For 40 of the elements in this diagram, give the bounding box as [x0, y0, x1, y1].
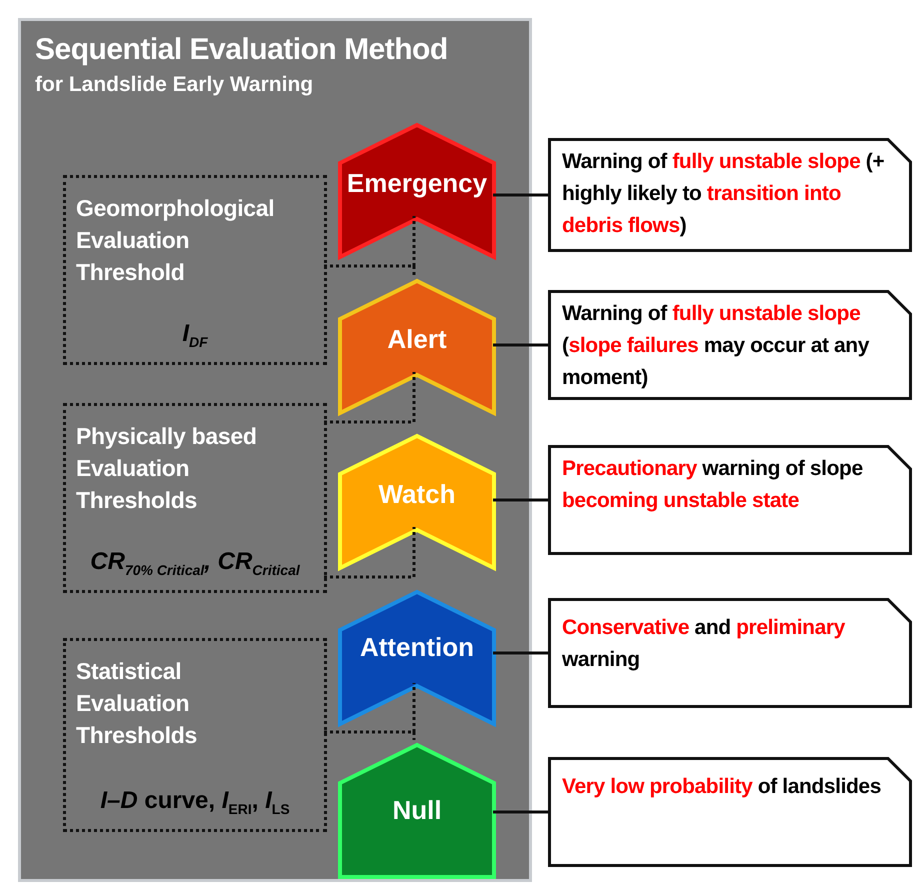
description-box — [548, 290, 912, 400]
warning-level-shape — [338, 279, 496, 415]
warning-level-shape — [338, 434, 496, 570]
connector-line — [493, 810, 548, 814]
connector-line — [493, 652, 548, 654]
formula-label: I–D curve, I$_{ERI}$, I$_{LS}$ — [99, 787, 291, 817]
description-text: Very low probability of landslides — [562, 774, 882, 800]
panel-background — [18, 18, 532, 882]
connector-line — [493, 498, 548, 502]
dotted-connector — [324, 527, 416, 578]
warning-level-shape — [338, 123, 496, 259]
level-label: Null — [391, 795, 443, 826]
description-box — [548, 757, 912, 867]
panel-subtitle: for Landslide Early Warning — [35, 73, 314, 97]
dotted-connector — [324, 372, 416, 424]
connector-line — [493, 344, 548, 346]
formula-label: CR$_{70% Critical}$, CR$_{Critical}$ — [89, 548, 301, 578]
level-label: Attention — [358, 632, 476, 663]
level-label: Alert — [386, 324, 448, 355]
connector-line — [493, 194, 548, 196]
dotted-connector — [324, 264, 416, 276]
formula-label: I$_{DF}$ — [181, 320, 209, 350]
base-level-shape — [338, 743, 496, 879]
group-heading: Geomorphological Evaluation Threshold — [76, 194, 276, 287]
group-heading: Physically based Evaluation Thresholds — [76, 422, 258, 515]
description-text: Warning of fully unstable slope (slope failures may occur at any moment) — [562, 301, 870, 391]
description-text: Precautionary warning of slope becoming unstable state — [562, 456, 864, 514]
description-text: Warning of fully unstable slope (+ highly likely to transition into debris flows) — [562, 149, 886, 239]
description-box — [548, 138, 912, 252]
warning-level-shape — [338, 590, 496, 726]
threshold-group-box — [63, 403, 327, 593]
group-heading: Statistical Evaluation Thresholds — [76, 657, 198, 750]
level-label: Emergency — [346, 168, 488, 199]
threshold-group-box — [63, 175, 327, 365]
description-box — [548, 445, 912, 555]
panel-title: Sequential Evaluation Method — [35, 33, 448, 67]
description-box — [548, 598, 912, 708]
level-label: Watch — [377, 479, 457, 510]
threshold-group-box — [63, 638, 327, 832]
description-text: Conservative and preliminary warning — [562, 615, 846, 673]
